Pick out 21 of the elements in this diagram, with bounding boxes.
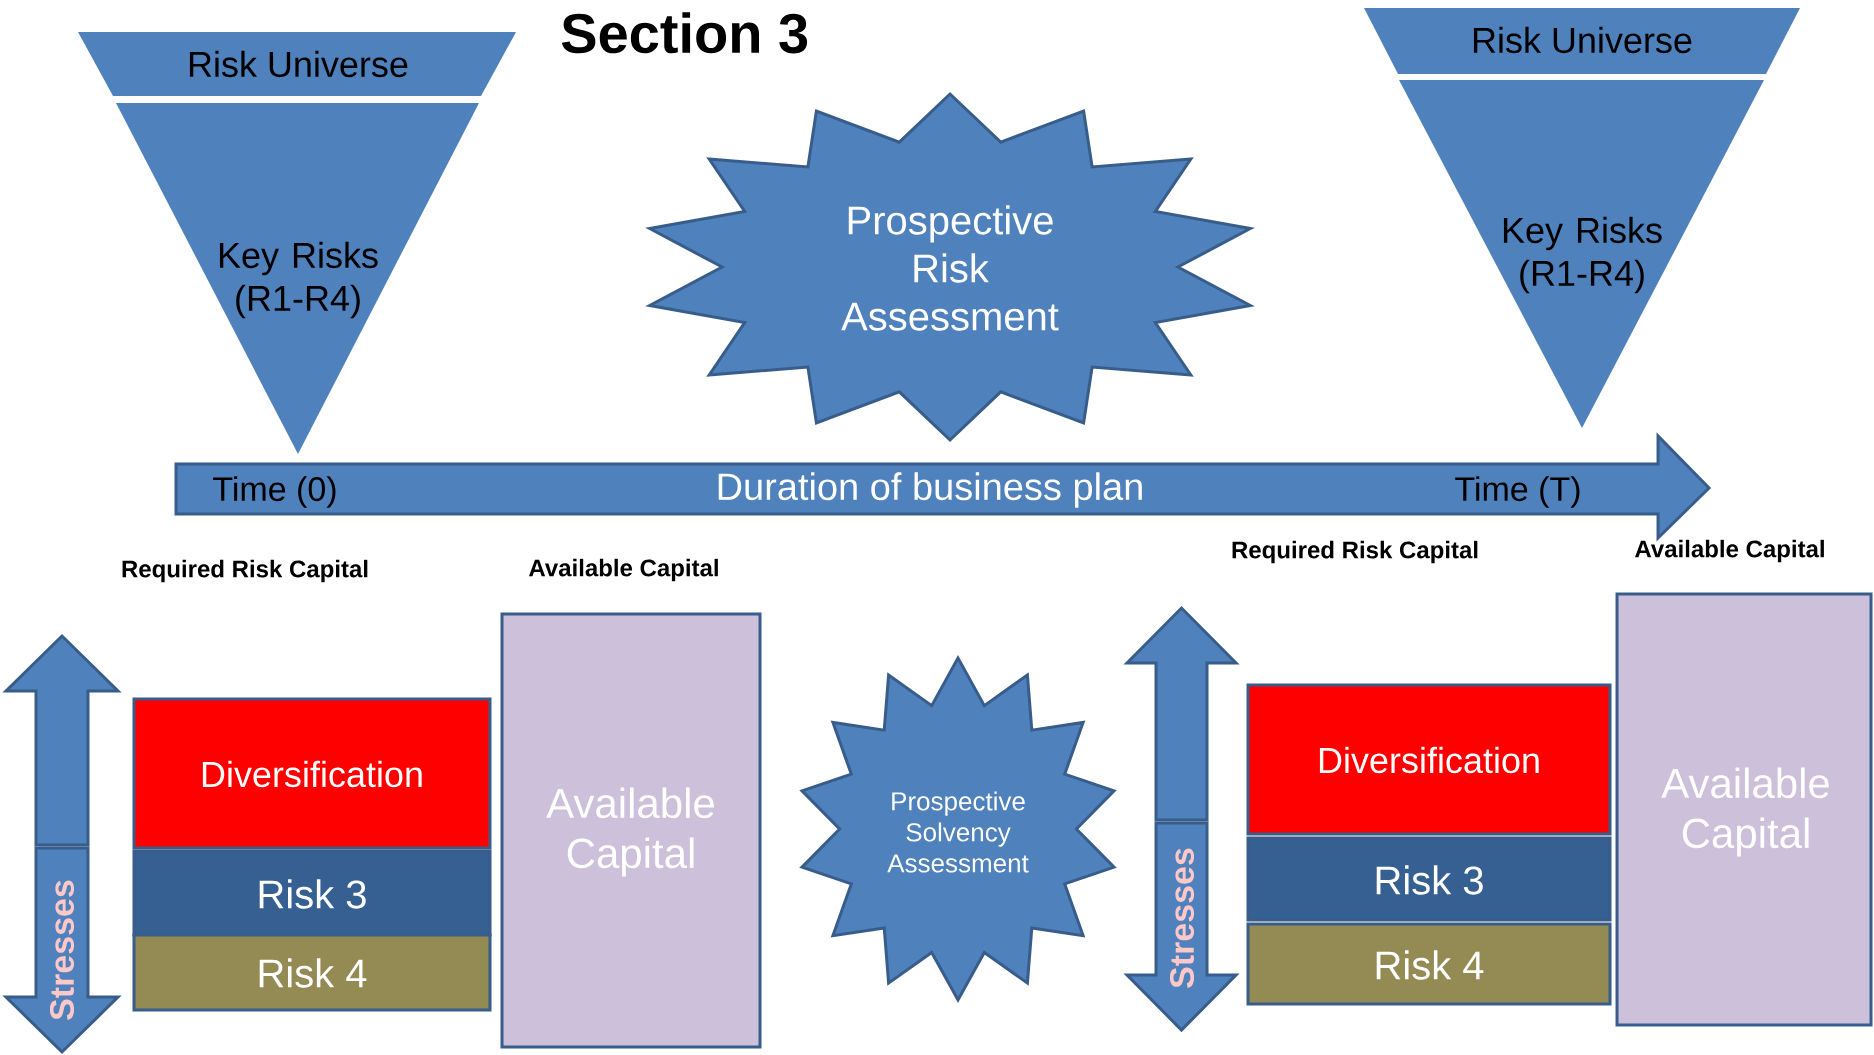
stress-indicator: Stresses	[2, 633, 122, 1055]
column-heading: Required Risk Capital	[1232, 540, 1478, 564]
node-label: Stresses	[1169, 848, 1195, 988]
diversification-block: Diversification	[1246, 683, 1612, 836]
risk-block: Risk 4	[132, 933, 492, 1012]
title: Section 3	[561, 12, 808, 54]
funnel-triangle: Key Risks (R1-R4)	[116, 103, 479, 454]
stress-indicator: Stresses	[1123, 605, 1240, 1033]
risk-block: Risk 4	[1246, 922, 1612, 1006]
node-label: Stresses	[49, 880, 75, 1020]
funnel-band: Risk Universe	[78, 32, 516, 96]
column-heading: Available Capital	[1635, 539, 1824, 563]
column-heading: Available Capital	[529, 558, 718, 582]
capital-block: Available Capital	[500, 612, 762, 1049]
column-heading: Required Risk Capital	[122, 559, 368, 583]
risk-block: Risk 3	[1246, 836, 1612, 922]
diversification-block: Diversification	[132, 697, 492, 850]
risk-block: Risk 3	[132, 849, 492, 937]
capital-block: Available Capital	[1615, 592, 1873, 1027]
funnel-triangle: Key Risks (R1-R4)	[1399, 80, 1764, 428]
funnel-band: Risk Universe	[1364, 8, 1800, 74]
